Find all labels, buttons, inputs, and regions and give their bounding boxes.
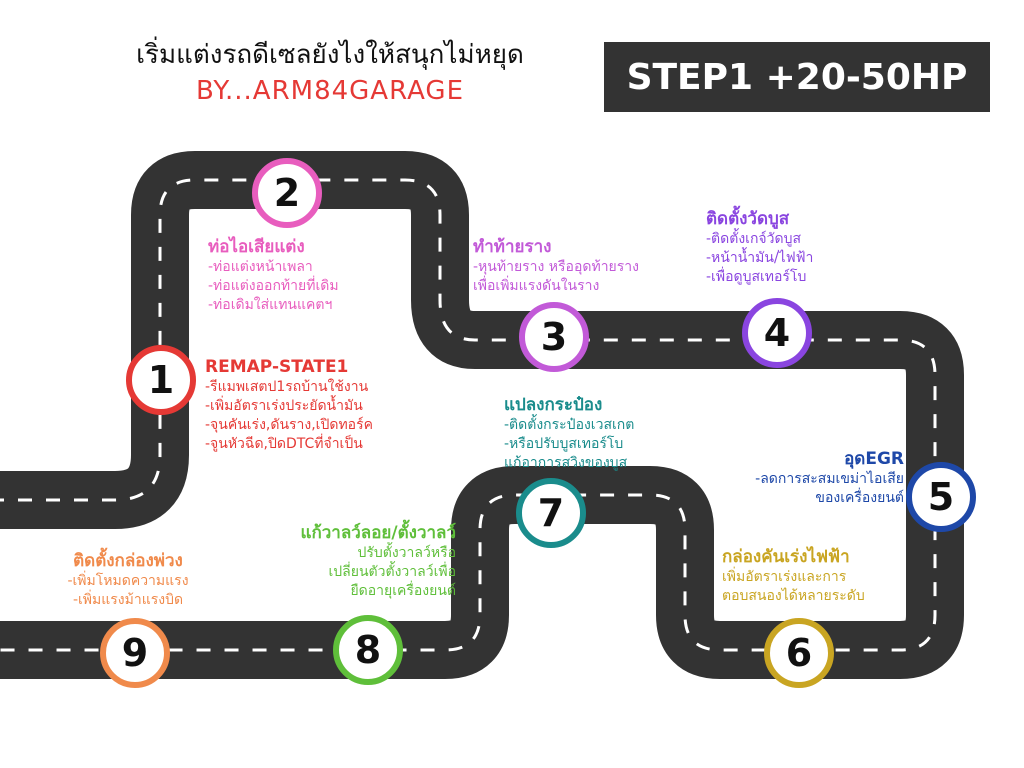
step-3-line: เพื่อเพิ่มแรงดันในราง	[473, 278, 600, 294]
step-4-marker: 4	[742, 298, 812, 368]
step-1-marker: 1	[126, 345, 196, 415]
page-title: เริ่มแต่งรถดีเซลยังไงให้สนุกไม่หยุด	[136, 40, 524, 70]
step-4-line: -เพื่อดูบูสเทอร์โบ	[706, 269, 807, 285]
step-1-line: -เพิ่มอัตราเร่งประยัดน้ำมัน	[205, 398, 363, 414]
step-7-line: -หรือปรับบูสเทอร์โบ	[504, 436, 624, 452]
step-2-marker: 2	[252, 158, 322, 228]
step-6-description: กล่องคันเร่งไฟฟ้า เพิ่มอัตราเร่งและการ ต…	[722, 546, 865, 606]
step-3-line: -หุนท้ายราง หรืออุดท้ายราง	[473, 259, 639, 275]
step-9-number: 9	[121, 631, 149, 675]
step-8-heading: แก้วาลว์ลอย/ตั้งวาลว์	[300, 523, 457, 543]
step-2-description: ท่อไอเสียแต่ง -ท่อแต่งหน้าเพลา -ท่อแต่งอ…	[208, 236, 339, 315]
step-5-marker: 5	[906, 462, 976, 532]
step-9-description: ติดตั้งกล่องพ่วง -เพิ่มโหมดความแรง -เพิ่…	[38, 550, 218, 610]
step-5-heading: อุดEGR	[844, 449, 904, 469]
step-2-number: 2	[273, 171, 301, 215]
step-8-line: ยืดอายุเครื่องยนต์	[350, 583, 456, 599]
step-5-line: ของเครื่องยนต์	[815, 490, 904, 506]
step-9-marker: 9	[100, 618, 170, 688]
step-5-number: 5	[927, 475, 955, 519]
step-2-line: -ท่อแต่งออกท้ายที่เดิม	[208, 278, 339, 294]
step-2-line: -ท่อเดิมใส่แทนแคตฯ	[208, 297, 333, 313]
step-6-line: เพิ่มอัตราเร่งและการ	[722, 569, 847, 585]
step-7-line: แก้อาการสวิงของบูส	[504, 455, 628, 471]
step-9-line: -เพิ่มแรงม้าแรงบิด	[72, 592, 184, 608]
step-4-description: ติดตั้งวัดบูส -ติดตั้งเกจ์วัดบูส -หน้าน้…	[706, 208, 813, 287]
step-3-marker: 3	[519, 302, 589, 372]
step-7-description: แปลงกระป๋อง -ติดตั้งกระป๋องเวสเกต -หรือป…	[504, 394, 634, 473]
step-2-line: -ท่อแต่งหน้าเพลา	[208, 259, 313, 275]
step-6-marker: 6	[764, 618, 834, 688]
step-6-line: ตอบสนองได้หลายระดับ	[722, 588, 865, 604]
step-3-number: 3	[540, 315, 568, 359]
step-7-marker: 7	[516, 478, 586, 548]
step-5-line: -ลดการสะสมเขม่าไอเสีย	[755, 471, 904, 487]
step-6-number: 6	[785, 631, 813, 675]
step-8-description: แก้วาลว์ลอย/ตั้งวาลว์ ปรับตั้งวาลว์หรือ …	[240, 522, 457, 601]
step-9-heading: ติดตั้งกล่องพ่วง	[73, 551, 183, 571]
step-4-heading: ติดตั้งวัดบูส	[706, 209, 790, 229]
step-badge: STEP1 +20-50HP	[604, 42, 990, 112]
step-7-number: 7	[537, 491, 565, 535]
step-1-heading: REMAP-STATE1	[205, 357, 349, 377]
step-7-heading: แปลงกระป๋อง	[504, 395, 603, 415]
step-8-line: เปลี่ยนตัวตั้งวาลว์เพื่อ	[328, 564, 457, 580]
step-8-number: 8	[354, 628, 382, 672]
step-4-number: 4	[763, 311, 791, 355]
step-1-description: REMAP-STATE1 -รีแมพเสตป1รถบ้านใช้งาน -เพ…	[205, 356, 373, 454]
step-6-heading: กล่องคันเร่งไฟฟ้า	[722, 547, 850, 567]
page-subtitle: BY...ARM84GARAGE	[195, 76, 465, 106]
step-3-description: ทำท้ายราง -หุนท้ายราง หรืออุดท้ายราง เพื…	[473, 236, 639, 296]
step-1-line: -รีแมพเสตป1รถบ้านใช้งาน	[205, 379, 369, 395]
step-7-line: -ติดตั้งกระป๋องเวสเกต	[504, 417, 635, 433]
step-1-line: -จุนคันเร่ง,ดันราง,เปิดทอร์ค	[205, 417, 373, 433]
step-3-heading: ทำท้ายราง	[473, 237, 552, 257]
step-8-marker: 8	[333, 615, 403, 685]
step-1-number: 1	[147, 358, 175, 402]
step-1-line: -จูนหัวฉีด,ปิดDTCที่จำเป็น	[205, 436, 363, 452]
step-5-description: อุดEGR -ลดการสะสมเขม่าไอเสีย ของเครื่องย…	[700, 448, 904, 508]
step-2-heading: ท่อไอเสียแต่ง	[208, 237, 305, 257]
step-4-line: -ติดตั้งเกจ์วัดบูส	[706, 231, 802, 247]
step-8-line: ปรับตั้งวาลว์หรือ	[357, 545, 456, 561]
step-4-line: -หน้าน้ำมัน/ไฟฟ้า	[706, 250, 814, 266]
step-9-line: -เพิ่มโหมดความแรง	[67, 573, 189, 589]
road-center-dashes	[0, 178, 937, 652]
